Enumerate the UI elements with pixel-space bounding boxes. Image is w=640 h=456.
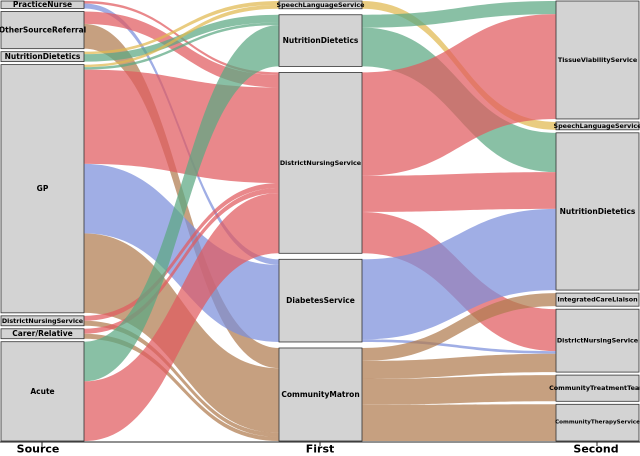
node-source-gp: GP (0, 64, 85, 314)
node-first-community: CommunityMatron (278, 347, 363, 442)
node-source-practicenurse: PracticeNurse (0, 0, 85, 9)
node-second-speech: SpeechLanguageService (553, 121, 640, 131)
node-box (555, 292, 640, 307)
node-label: SpeechLanguageService (276, 1, 365, 9)
node-box (0, 341, 85, 442)
node-box (278, 258, 363, 343)
flow-link-community-to-district (362, 353, 556, 379)
node-second-therapy: CommunityTherapyService (555, 403, 640, 442)
flow-link-district-to-district (84, 182, 279, 321)
node-box (0, 51, 85, 63)
flow-link-community-to-therapy (362, 404, 556, 441)
node-label: CommunityTherapyService (555, 420, 640, 426)
node-label: NutritionDietetics (283, 36, 359, 45)
node-box (555, 121, 640, 131)
node-box (0, 315, 85, 327)
node-source-carer: Carer/Relative (0, 328, 85, 340)
node-label: NutritionDietetics (5, 52, 81, 61)
node-first-district: DistrictNursingService (278, 72, 363, 254)
node-second-nutrition: NutritionDietetics (555, 132, 640, 291)
node-label: DiabetesService (286, 296, 355, 305)
flow-link-district-to-community (84, 320, 279, 437)
flow-link-district-to-tissue (362, 14, 556, 176)
node-second-treatment: CommunityTreatmentTeam (549, 374, 640, 402)
node-label: Carer/Relative (12, 329, 72, 338)
node-label: GP (37, 184, 49, 193)
node-label: PracticeNurse (13, 0, 72, 9)
node-label: CommunityMatron (281, 390, 359, 399)
flow-link-gp-to-district (84, 69, 279, 183)
node-label: NutritionDietetics (560, 207, 636, 216)
node-first-speech: SpeechLanguageService (276, 0, 365, 10)
flow-link-nutrition-to-speech (84, 1, 279, 55)
flow-link-gp-to-speech (84, 4, 279, 68)
flow-link-district-to-nutrition (362, 172, 556, 212)
node-label: CommunityTreatmentTeam (549, 384, 640, 392)
node-box (555, 374, 640, 402)
node-box (555, 308, 640, 373)
node-box (278, 72, 363, 254)
flow-links (84, 1, 556, 441)
flow-nodes: PracticeNurseOtherSourceReferralNutritio… (0, 0, 640, 442)
flow-link-gp-to-nutrition (84, 22, 279, 70)
node-box (555, 0, 640, 120)
node-box (278, 0, 363, 10)
flow-link-community-to-treatment (362, 375, 556, 405)
node-label: TissueViabilityService (558, 56, 638, 64)
node-source-acute: Acute (0, 341, 85, 442)
column-axis: Source First Second (0, 441, 640, 456)
node-box (0, 64, 85, 314)
flow-link-nutrition-to-tissue (362, 1, 556, 28)
node-box (0, 11, 85, 50)
node-box (0, 0, 85, 9)
node-source-nutrition: NutritionDietetics (0, 51, 85, 63)
node-source-othersource: OtherSourceReferral (0, 11, 86, 50)
flow-link-carer-to-community (84, 333, 279, 441)
node-label: IntegratedCareLiaison (557, 296, 638, 304)
node-label: DistrictNursingService (2, 317, 84, 325)
column-label-first: First (306, 443, 335, 456)
node-source-district: DistrictNursingService (0, 315, 85, 327)
flow-link-nutrition-to-nutrition (84, 14, 279, 62)
flow-link-carer-to-district (84, 187, 279, 334)
node-second-district: DistrictNursingService (555, 308, 640, 373)
node-box (278, 14, 363, 67)
node-first-nutrition: NutritionDietetics (278, 14, 363, 67)
node-label: DistrictNursingService (280, 159, 362, 167)
node-box (278, 347, 363, 442)
node-box (555, 403, 640, 442)
node-label: OtherSourceReferral (0, 26, 86, 35)
node-first-diabetes: DiabetesService (278, 258, 363, 343)
flow-link-acute-to-nutrition (84, 25, 279, 382)
flow-link-community-to-integrated (362, 293, 556, 361)
node-box (555, 132, 640, 291)
node-second-tissue: TissueViabilityService (555, 0, 640, 120)
node-second-integrated: IntegratedCareLiaison (555, 292, 640, 307)
column-label-second: Second (573, 443, 618, 456)
node-box (0, 328, 85, 340)
node-label: Acute (30, 387, 54, 396)
flow-link-diabetes-to-nutrition (362, 208, 556, 340)
flow-link-acute-to-district (84, 193, 279, 441)
node-label: DistrictNursingService (557, 337, 639, 345)
node-label: SpeechLanguageService (553, 122, 640, 130)
column-label-source: Source (17, 443, 60, 456)
